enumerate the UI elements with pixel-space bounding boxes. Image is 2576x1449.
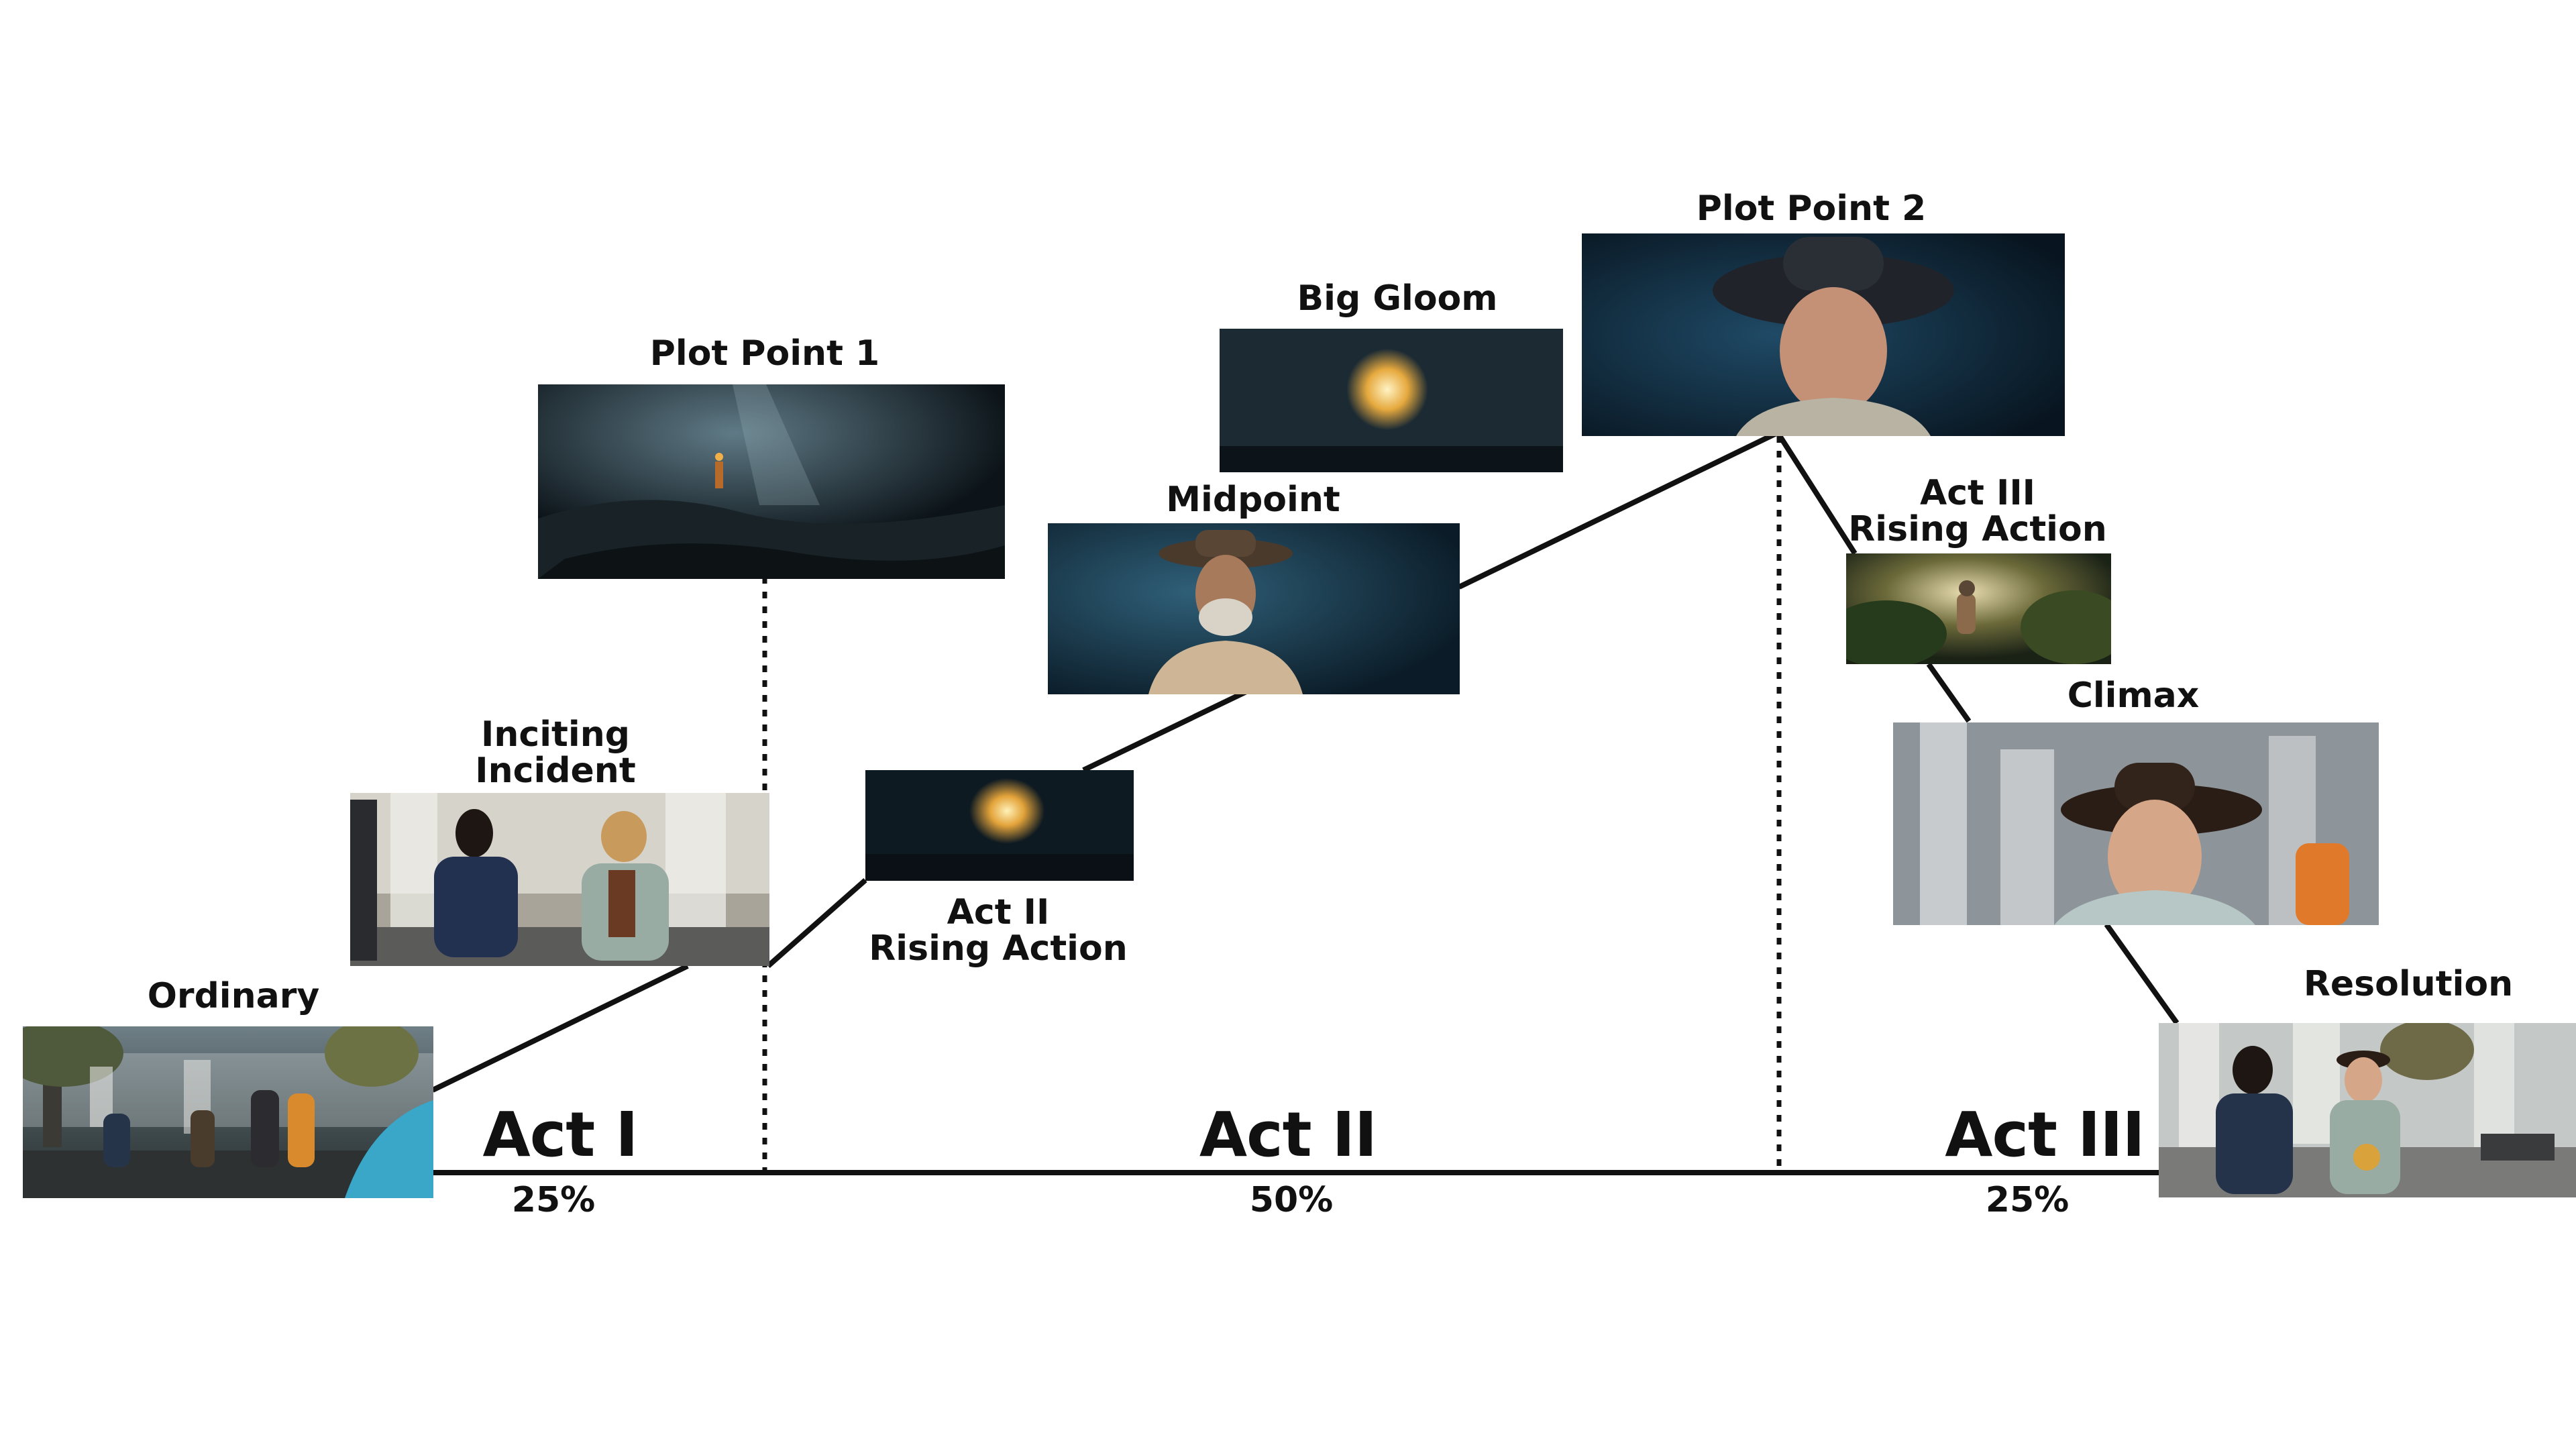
label-act3-rising-line1: Act III — [1919, 473, 2036, 513]
label-act3-rising-line2: Rising Action — [1848, 509, 2107, 549]
plot-point-1-still — [538, 384, 1005, 579]
jungle-run-image — [1846, 553, 2111, 664]
bench-conversation-image — [350, 793, 769, 966]
act-1-title: Act I — [482, 1099, 639, 1171]
label-inciting-incident: Inciting Incident — [475, 716, 635, 789]
inciting-incident-still — [350, 793, 769, 966]
label-plot-point-2: Plot Point 2 — [1696, 189, 1927, 229]
ordinary-still — [23, 1026, 433, 1198]
arc-segment-ordinary-inciting — [431, 963, 689, 1093]
label-climax: Climax — [2067, 676, 2200, 716]
act-3-title: Act III — [1945, 1099, 2145, 1171]
midpoint-still — [1048, 523, 1460, 694]
arc-segment-climax-resolution — [2104, 922, 2180, 1025]
label-act2-rising-line1: Act II — [947, 892, 1050, 932]
cave-explorer-image — [538, 384, 1005, 579]
label-big-gloom: Big Gloom — [1297, 278, 1498, 319]
arc-segment-rising-midpoint — [1082, 688, 1249, 773]
boy-in-cowboy-hat-image — [1582, 233, 2065, 436]
explorer-in-hat-image — [1048, 523, 1460, 694]
label-inciting-line2: Incident — [475, 751, 636, 791]
act-2-share: 50% — [1249, 1180, 1334, 1220]
arc-segment-act3-climax — [1926, 662, 1972, 723]
label-inciting-line1: Inciting — [481, 714, 630, 755]
arc-segment-inciting-rising — [766, 878, 867, 968]
act-1-share: 25% — [511, 1180, 596, 1220]
label-act2-rising-line2: Rising Action — [869, 928, 1128, 969]
label-resolution: Resolution — [2303, 964, 2514, 1004]
label-ordinary: Ordinary — [147, 976, 320, 1016]
act-2-title: Act II — [1199, 1099, 1377, 1171]
glowing-cave-opening-image — [865, 770, 1134, 881]
label-plot-point-1: Plot Point 1 — [649, 333, 880, 374]
arc-segment-plotpoint2-act3 — [1775, 431, 1858, 555]
resolution-still — [2159, 1023, 2576, 1197]
act-3-rising-action-still — [1846, 553, 2111, 664]
label-act-2-rising-action: Act II Rising Action — [869, 894, 1127, 967]
plot-point-2-still — [1582, 233, 2065, 436]
cave-light-image — [1220, 329, 1563, 472]
big-gloom-still — [1220, 329, 1563, 472]
label-midpoint: Midpoint — [1166, 480, 1340, 520]
arc-segment-midpoint-plotpoint2 — [1458, 430, 1779, 590]
boy-looking-away-image — [1893, 722, 2379, 925]
bench-resolution-image — [2159, 1023, 2576, 1197]
act-2-rising-action-still — [865, 770, 1134, 881]
street-scene-image — [23, 1026, 433, 1198]
act-3-share: 25% — [1985, 1180, 2070, 1220]
climax-still — [1893, 722, 2379, 925]
label-act-3-rising-action: Act III Rising Action — [1848, 475, 2106, 547]
